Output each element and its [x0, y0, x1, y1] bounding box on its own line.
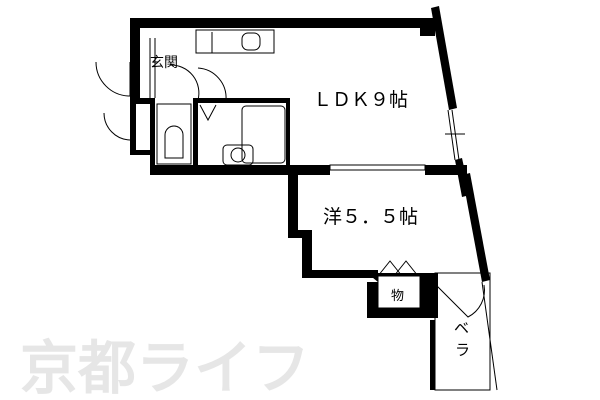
walls: [130, 6, 490, 390]
fixtures: [95, 29, 498, 391]
watermark: 京都ライフ: [20, 334, 310, 400]
storage-label: 物: [391, 289, 404, 304]
balcony-label-1: ベ: [454, 319, 469, 337]
storage-closet: [377, 275, 421, 309]
balcony-label-2: ラ: [455, 341, 470, 359]
western-room-label: 洋５．５帖: [323, 206, 418, 228]
entrance-label: 玄関: [150, 54, 178, 71]
ldk-label: ＬＤＫ９帖: [313, 89, 408, 111]
